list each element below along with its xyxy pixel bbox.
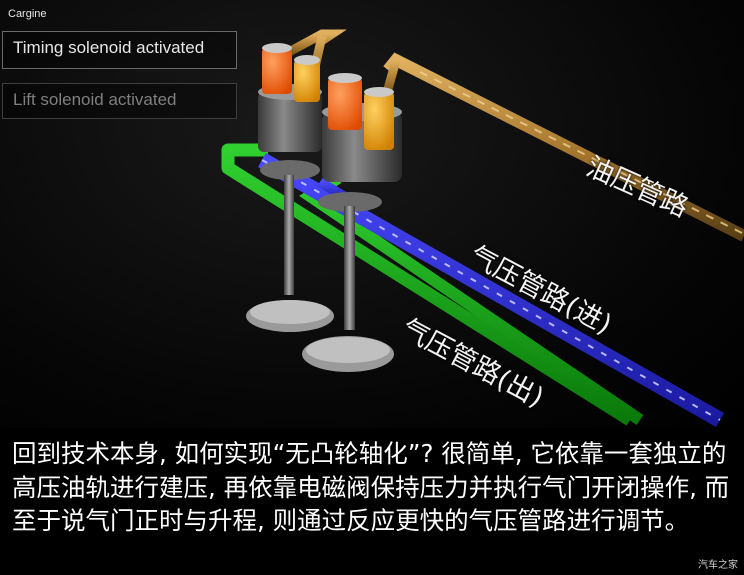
engine-diagram-scene: Cargine Timing solenoid activated Lift s… — [0, 0, 744, 428]
left-valve-actuator — [246, 43, 334, 332]
caption-text: 回到技术本身, 如何实现“无凸轮轴化”? 很简单, 它依靠一套独立的高压油轨进行… — [12, 439, 730, 535]
caption-panel: 回到技术本身, 如何实现“无凸轮轴化”? 很简单, 它依靠一套独立的高压油轨进行… — [0, 428, 744, 575]
valve-system-illustration — [221, 29, 744, 427]
lift-solenoid-status: Lift solenoid activated — [2, 83, 237, 119]
watermark: 汽车之家 — [698, 560, 738, 571]
right-valve-actuator — [302, 73, 402, 372]
brand-label: Cargine — [8, 8, 47, 20]
timing-solenoid-status: Timing solenoid activated — [2, 31, 237, 69]
